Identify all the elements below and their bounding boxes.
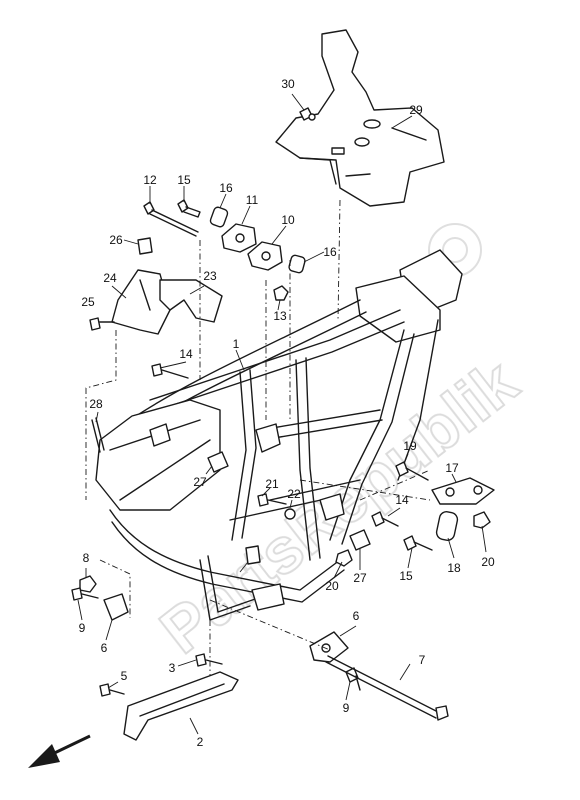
label-6-left: 6 [101,641,108,655]
label-23: 23 [203,269,217,283]
label-6-right: 6 [353,609,360,623]
label-25: 25 [81,295,95,309]
label-18: 18 [447,561,461,575]
nut-20-lower[interactable] [335,549,353,567]
reference-lines [85,199,431,676]
bracket-17[interactable] [431,477,495,505]
damper-27-left[interactable] [207,451,229,473]
nut-13[interactable] [273,285,289,301]
collar-16-upper[interactable] [209,206,229,228]
guard-bolt-3[interactable] [195,653,223,667]
damper-27-right[interactable] [349,529,371,551]
label-13: 13 [273,309,287,323]
collar-4[interactable] [245,545,261,565]
bracket-10[interactable] [247,241,283,271]
label-16-right: 16 [323,245,337,259]
label-10: 10 [281,213,295,227]
label-1: 1 [233,337,240,351]
label-3: 3 [169,661,176,675]
bracket-11[interactable] [221,223,257,253]
nut-20-right[interactable] [473,511,491,529]
label-22: 22 [287,487,301,501]
bracket-24[interactable] [111,269,171,335]
bolt-15-upper[interactable] [177,199,201,218]
bolt-5[interactable] [99,683,125,697]
label-14-right: 14 [395,493,409,507]
label-24: 24 [103,271,117,285]
bolt-14-right[interactable] [371,511,399,527]
cover-23[interactable] [159,279,223,323]
label-9-right: 9 [343,701,350,715]
bolt-21[interactable] [257,493,287,507]
label-5: 5 [121,669,128,683]
label-29: 29 [409,103,423,117]
label-28: 28 [89,397,103,411]
bolt-9-left[interactable] [71,587,99,601]
long-bolt-7[interactable] [325,655,449,721]
label-27-right: 27 [353,571,367,585]
label-8: 8 [83,551,90,565]
label-7: 7 [419,653,426,667]
label-20-right: 20 [481,555,495,569]
damper-26[interactable] [137,237,153,255]
label-16-upper: 16 [219,181,233,195]
collar-18[interactable] [435,510,459,541]
label-20-lower: 20 [325,579,339,593]
label-15-upper: 15 [177,173,191,187]
label-21: 21 [265,477,279,491]
label-12: 12 [143,173,157,187]
nut-8[interactable] [79,575,97,593]
washer-22[interactable] [284,508,296,520]
label-27-left: 27 [193,475,207,489]
label-30: 30 [281,77,295,91]
screw-30[interactable] [299,107,316,121]
bolt-12[interactable] [143,201,199,237]
label-17: 17 [445,461,459,475]
label-15-lower: 15 [399,569,413,583]
bolt-28[interactable] [91,417,105,453]
engine-guard-2[interactable] [123,671,239,741]
label-19: 19 [403,439,417,453]
label-14-left: 14 [179,347,193,361]
bolt-25[interactable] [89,317,115,331]
bolt-19[interactable] [395,461,429,481]
collar-16-right[interactable] [288,254,306,274]
arrow-down-left-icon [28,734,91,768]
bolt-14-left[interactable] [151,363,189,379]
leader-lines [77,93,487,735]
frame-1[interactable] [95,249,463,621]
label-9-left: 9 [79,621,86,635]
label-11: 11 [246,193,259,207]
bracket-6-right[interactable] [309,631,349,663]
label-2: 2 [197,735,204,749]
bolt-15-lower[interactable] [403,535,433,551]
plate-29[interactable] [275,29,445,207]
watermark-seal-inner [442,237,468,263]
callout-labels: 30 29 12 15 16 11 10 16 26 24 23 25 13 1… [79,77,495,749]
label-26: 26 [109,233,123,247]
bracket-6-left[interactable] [103,593,129,621]
